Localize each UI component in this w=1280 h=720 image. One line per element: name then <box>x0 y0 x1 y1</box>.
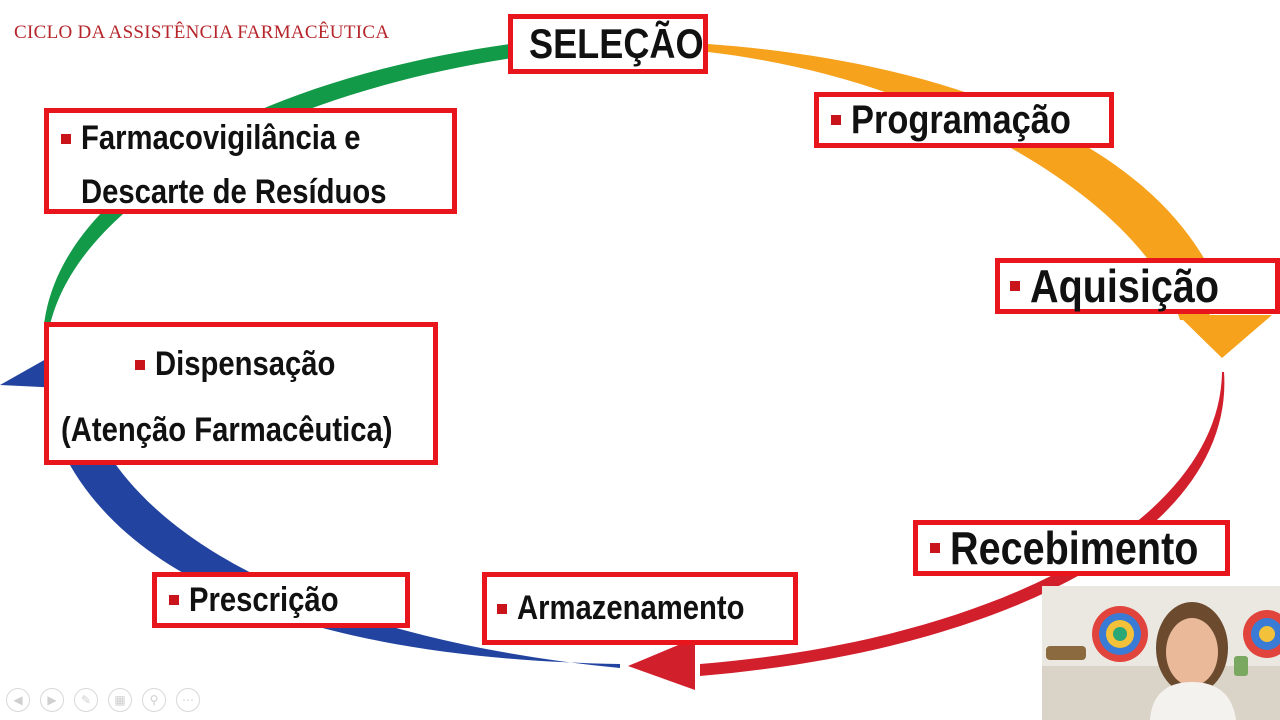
step-prescricao-label: Prescrição <box>189 580 339 619</box>
step-dispensacao-label: Dispensação <box>155 345 336 383</box>
step-recebimento-label: Recebimento <box>950 522 1199 574</box>
next-icon[interactable]: ▶ <box>40 688 64 712</box>
presenter-webcam <box>1042 586 1280 720</box>
step-armazenamento-label: Armazenamento <box>517 589 745 627</box>
step-selecao-label: SELEÇÃO <box>529 20 704 67</box>
bullet-square-icon <box>497 603 507 614</box>
step-farmacovigilancia-sublabel: Descarte de Resíduos <box>81 173 387 211</box>
step-aquisicao: Aquisição <box>995 258 1280 314</box>
more-icon[interactable]: ⋯ <box>176 688 200 712</box>
orange-arrow-head <box>1178 315 1272 358</box>
presentation-controls: ◀ ▶ ✎ ▦ ⚲ ⋯ <box>6 688 200 712</box>
red-arrow-head <box>628 638 695 690</box>
zoom-icon[interactable]: ⚲ <box>142 688 166 712</box>
bullet-square-icon <box>61 133 71 144</box>
step-selecao: SELEÇÃO <box>508 14 708 74</box>
step-programacao: Programação <box>814 92 1114 148</box>
step-armazenamento: Armazenamento <box>482 572 798 645</box>
bullet-square-icon <box>1010 281 1020 291</box>
step-farmacovigilancia-label: Farmacovigilância e <box>81 119 361 157</box>
step-farmacovigilancia: Farmacovigilância e Descarte de Resíduos <box>44 108 457 214</box>
step-recebimento: Recebimento <box>913 520 1230 576</box>
bullet-square-icon <box>831 115 841 125</box>
bullet-square-icon <box>135 359 145 370</box>
pen-icon[interactable]: ✎ <box>74 688 98 712</box>
step-prescricao: Prescrição <box>152 572 410 628</box>
red-arrow-arc <box>700 372 1225 676</box>
step-aquisicao-label: Aquisição <box>1030 260 1220 312</box>
step-dispensacao-sublabel: (Atenção Farmacêutica) <box>61 411 393 449</box>
step-programacao-label: Programação <box>851 97 1071 142</box>
slides-icon[interactable]: ▦ <box>108 688 132 712</box>
bullet-square-icon <box>930 543 940 553</box>
webcam-image <box>1042 586 1280 720</box>
blue-arrow-arc <box>62 380 620 668</box>
slide-title: CICLO DA ASSISTÊNCIA FARMACÊUTICA <box>14 22 390 43</box>
step-dispensacao: Dispensação (Atenção Farmacêutica) <box>44 322 438 465</box>
prev-icon[interactable]: ◀ <box>6 688 30 712</box>
bullet-square-icon <box>169 595 179 605</box>
